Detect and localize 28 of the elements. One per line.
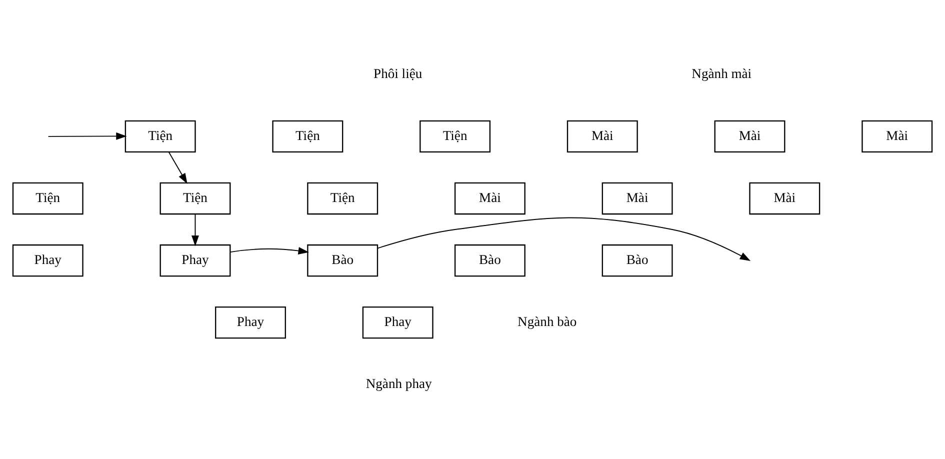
label: Phôi liệu: [374, 66, 422, 81]
label: Ngành mài: [692, 66, 752, 81]
node-box: Tiện: [124, 120, 196, 153]
node-box: Phay: [12, 244, 84, 277]
node-box: Tiện: [272, 120, 344, 153]
arrow: [377, 217, 751, 261]
node-box: Tiện: [420, 120, 491, 153]
node-box: Phay: [362, 306, 434, 339]
node-box: Bào: [454, 244, 526, 277]
arrow: [48, 132, 127, 140]
arrow: [192, 214, 199, 246]
arrow: [168, 151, 188, 184]
node-box: Mài: [749, 182, 820, 215]
node-box: Tiện: [307, 182, 378, 215]
node-box: Mài: [566, 120, 638, 153]
node-box: Tiện: [12, 182, 84, 215]
node-box: Mài: [454, 182, 526, 215]
label: Ngành phay: [366, 376, 432, 392]
node-box: Phay: [160, 244, 231, 277]
node-box: Phay: [215, 306, 286, 339]
node-box: Bào: [307, 244, 378, 277]
node-box: Mài: [602, 182, 673, 215]
node-box: Mài: [714, 120, 786, 153]
arrow: [230, 247, 309, 254]
label: Ngành bào: [518, 314, 577, 330]
node-box: Bào: [602, 244, 673, 277]
node-box: Tiện: [160, 182, 231, 215]
node-box: Mài: [862, 120, 933, 153]
